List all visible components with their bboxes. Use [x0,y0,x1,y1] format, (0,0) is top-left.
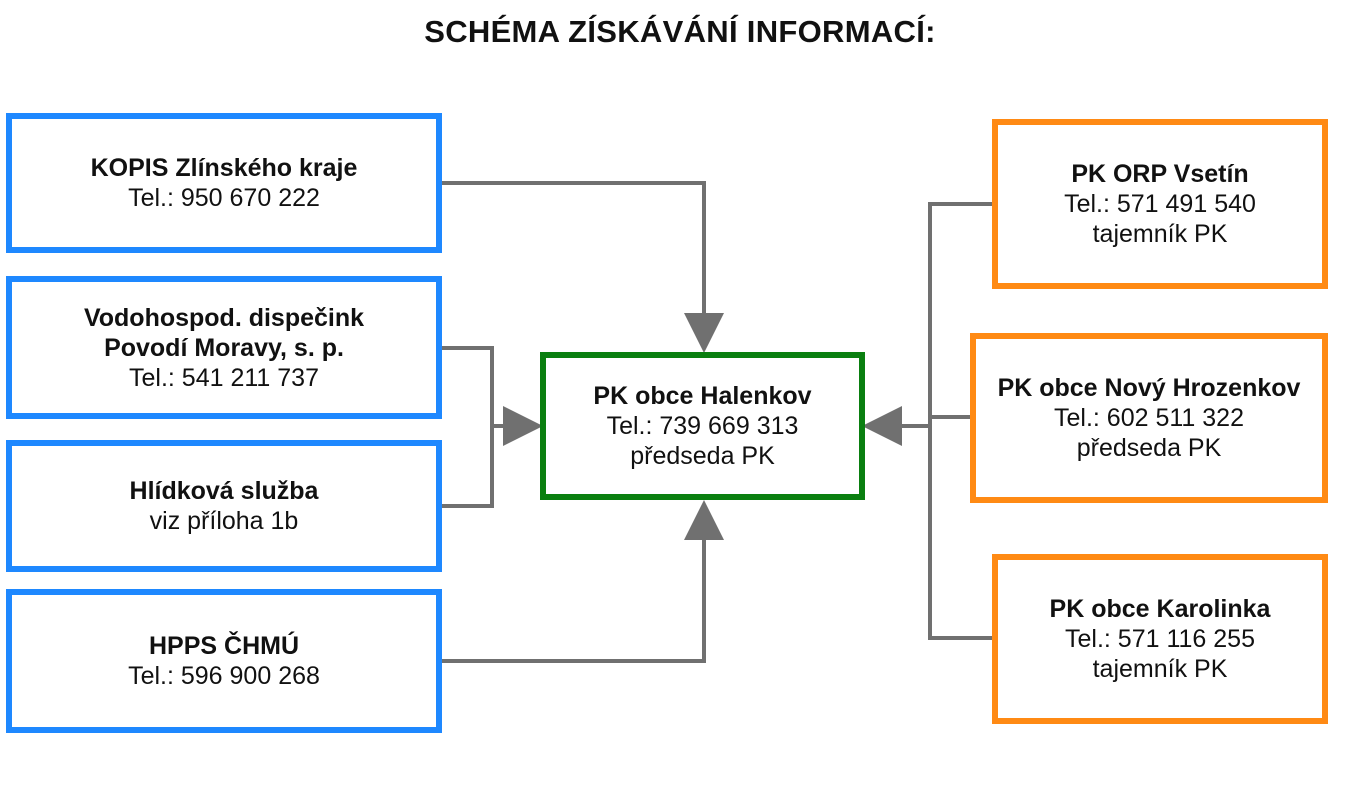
center-role: předseda PK [630,442,775,470]
source-name: PK ORP Vsetín [1071,160,1249,188]
connector-karolinka [928,426,994,640]
center-box-halenkov: PK obce Halenkov Tel.: 739 669 313 předs… [540,352,865,500]
source-name-line2: Povodí Moravy, s. p. [104,333,344,362]
connector-hlidkova [442,426,494,508]
source-phone: Tel.: 541 211 737 [129,363,319,392]
source-name-line1: Vodohospod. dispečink [83,303,365,332]
source-name: PK obce Nový Hrozenkov [997,374,1301,402]
source-note: viz příloha 1b [149,507,299,535]
source-phone: Tel.: 571 491 540 [1064,190,1256,218]
connector-orp [928,202,994,426]
source-name: Hlídková služba [129,477,319,505]
source-box-novy-hrozenkov: PK obce Nový Hrozenkov Tel.: 602 511 322… [970,333,1328,503]
source-box-vodohosp: Vodohospod. dispečink Povodí Moravy, s. … [6,276,442,419]
source-box-kopis: KOPIS Zlínského kraje Tel.: 950 670 222 [6,113,442,253]
source-role: tajemník PK [1092,220,1228,248]
source-name: KOPIS Zlínského kraje [90,154,358,182]
source-name: PK obce Karolinka [1049,595,1271,623]
source-phone: Tel.: 602 511 322 [1054,404,1244,432]
source-box-orp-vsetin: PK ORP Vsetín Tel.: 571 491 540 tajemník… [992,119,1328,289]
source-phone: Tel.: 571 116 255 [1065,625,1255,653]
source-phone: Tel.: 950 670 222 [128,184,320,212]
diagram-title: SCHÉMA ZÍSKÁVÁNÍ INFORMACÍ: [424,14,936,49]
connector-kopis [442,181,724,353]
source-role: tajemník PK [1092,655,1228,683]
source-box-hpps: HPPS ČHMÚ Tel.: 596 900 268 [6,589,442,733]
source-box-hlidkova: Hlídková služba viz příloha 1b [6,440,442,572]
source-name: HPPS ČHMÚ [148,632,299,660]
center-name: PK obce Halenkov [593,382,812,410]
connector-vodohosp [442,346,494,426]
source-phone: Tel.: 596 900 268 [128,662,320,690]
source-box-karolinka: PK obce Karolinka Tel.: 571 116 255 taje… [992,554,1328,724]
source-role: předseda PK [1076,434,1222,462]
center-phone: Tel.: 739 669 313 [606,412,799,440]
connector-hpps [442,500,724,663]
